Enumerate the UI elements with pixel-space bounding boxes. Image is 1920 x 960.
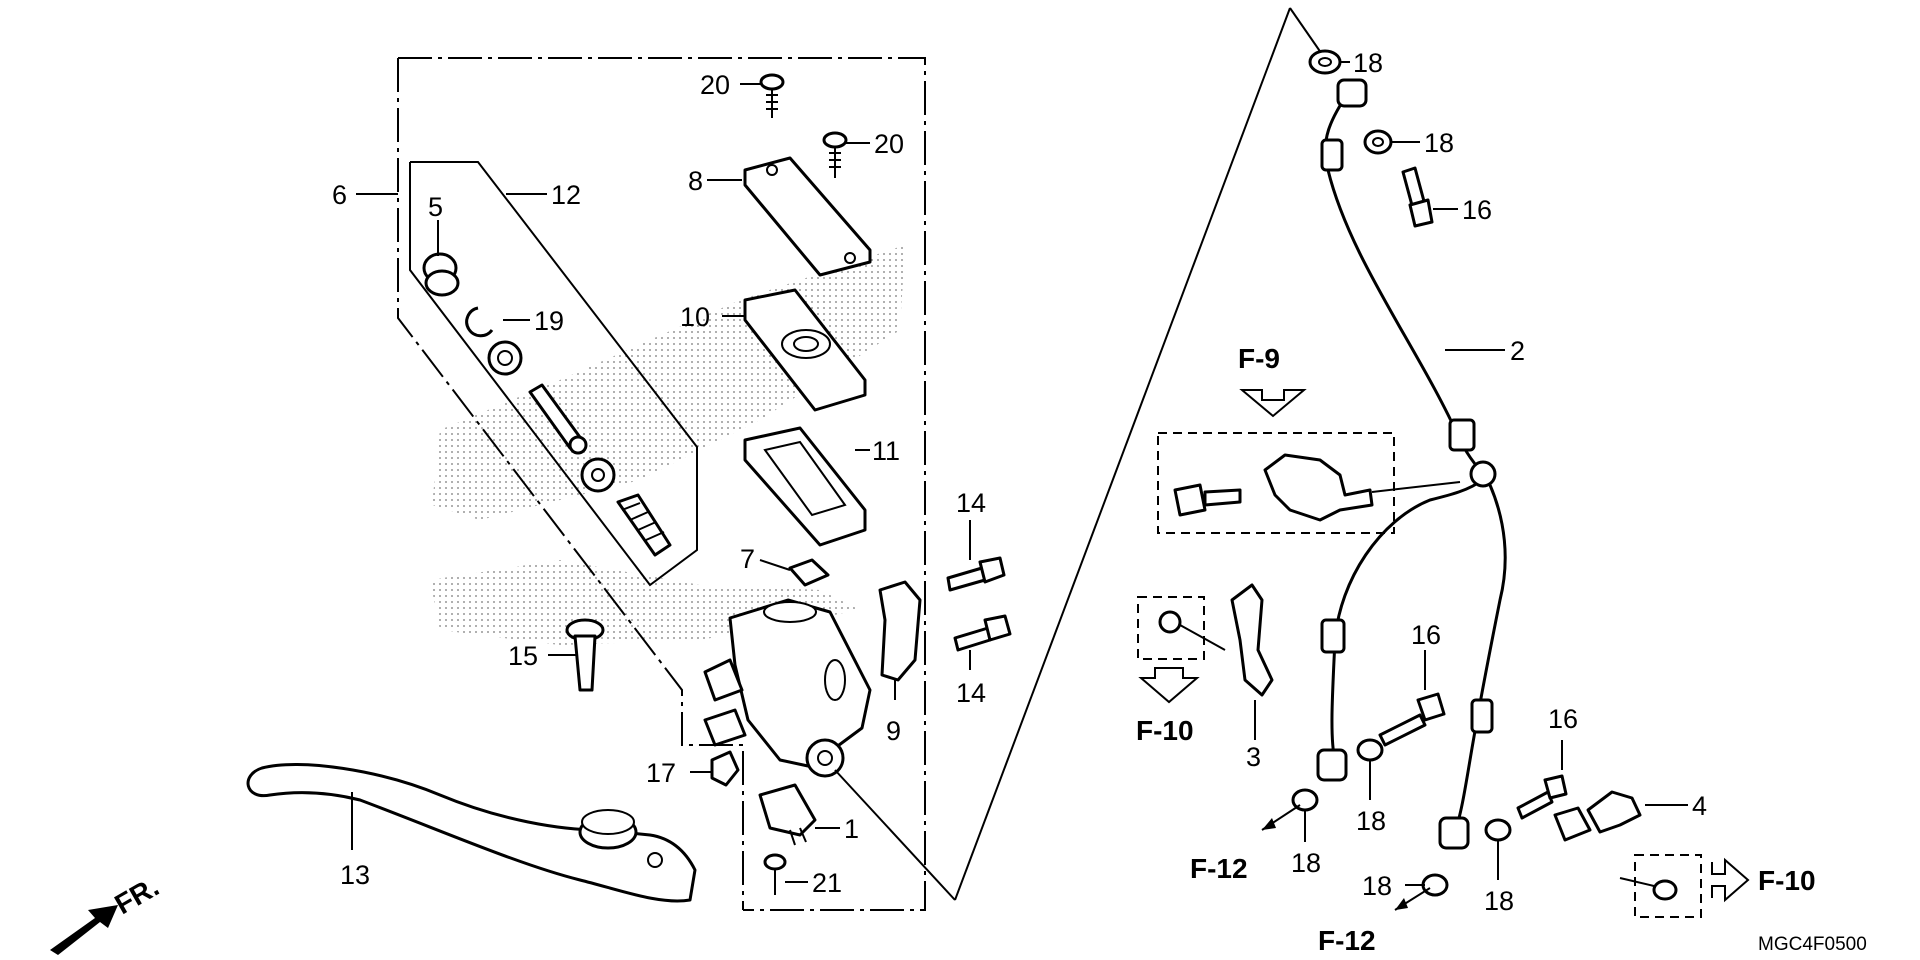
- bolt-16-right: [1516, 774, 1568, 820]
- callout-10: 10: [680, 302, 710, 332]
- piston-part: [528, 383, 588, 455]
- callout-20-top: 20: [700, 70, 730, 100]
- washer-part: [487, 340, 523, 376]
- callout-4: 4: [1692, 791, 1707, 821]
- callout-14-top: 14: [956, 488, 986, 518]
- front-arrow-icon: FR.: [50, 871, 164, 955]
- callout-18-f: 18: [1484, 886, 1514, 916]
- bolt-part-14-top: [946, 556, 1006, 592]
- callout-5: 5: [428, 192, 443, 222]
- washer-18-a: [1308, 49, 1342, 75]
- screw-20-right: [822, 131, 848, 178]
- ref-f10-left: F-10: [1136, 715, 1194, 746]
- washer-18-b: [1363, 129, 1393, 155]
- arrow-down-f10-icon: [1138, 667, 1200, 704]
- callout-16-right: 16: [1548, 704, 1578, 734]
- callout-18-b: 18: [1424, 128, 1454, 158]
- callout-1: 1: [844, 814, 859, 844]
- callout-20-right: 20: [874, 129, 904, 159]
- callout-12: 12: [551, 180, 581, 210]
- callout-18-a: 18: [1353, 48, 1383, 78]
- reference-labels: F-9 F-10 F-10 F-12 F-12: [1136, 343, 1816, 956]
- ref-f12-bottom: F-12: [1318, 925, 1376, 956]
- f10-left-detail: [1137, 596, 1205, 660]
- callout-16-top: 16: [1462, 195, 1492, 225]
- callout-8: 8: [688, 166, 703, 196]
- clamp-4-part: [1553, 790, 1642, 842]
- arrow-right-f10-icon: [1711, 857, 1750, 903]
- switch-part-1: [758, 783, 817, 846]
- callout-7: 7: [740, 544, 755, 574]
- callout-3: 3: [1246, 742, 1261, 772]
- callout-14-bottom: 14: [956, 678, 986, 708]
- callout-18-d: 18: [1291, 848, 1321, 878]
- arrow-f12-bottom-icon: [1394, 887, 1431, 911]
- ref-f10-right: F-10: [1758, 865, 1816, 896]
- screw-part-21: [763, 853, 787, 895]
- cup-part: [580, 457, 616, 493]
- ref-f9: F-9: [1238, 343, 1280, 374]
- brake-lever-part: [246, 763, 697, 903]
- bolt-f10-right: [1619, 877, 1678, 901]
- bolt-16-top: [1401, 166, 1434, 228]
- assembly-boundary: [397, 57, 926, 911]
- spring-part: [616, 493, 672, 557]
- washer-18-f: [1484, 818, 1512, 842]
- handlebar-shading: [430, 245, 905, 645]
- clamp-3-part: [1158, 583, 1274, 697]
- washer-18-e: [1421, 873, 1449, 897]
- arrow-up-f9-icon: [1239, 389, 1307, 418]
- f10-right-detail: [1634, 854, 1702, 918]
- callout-21: 21: [812, 868, 842, 898]
- callout-2: 2: [1510, 336, 1525, 366]
- circlip-part: [465, 306, 494, 338]
- callout-6: 6: [332, 180, 347, 210]
- bolt-16-middle: [1378, 692, 1446, 747]
- diagram-code: MGC4F0500: [1758, 934, 1867, 955]
- callout-16-middle: 16: [1411, 620, 1441, 650]
- callout-18-e: 18: [1362, 871, 1392, 901]
- callout-labels: 6 12 5 19 20 20 8 10 11 7 9 14 14 15 17 …: [332, 48, 1707, 916]
- callout-19: 19: [534, 306, 564, 336]
- plate-part: [743, 288, 867, 412]
- diaphragm-part: [743, 426, 867, 547]
- bolt-part-14-bottom: [953, 614, 1012, 652]
- pivot-bolt-part-15: [565, 618, 605, 692]
- callout-13: 13: [340, 860, 370, 890]
- callout-17: 17: [646, 758, 676, 788]
- washer-18-c: [1356, 738, 1384, 762]
- callout-11: 11: [872, 436, 900, 466]
- bracket-part-9: [878, 580, 922, 682]
- reservoir-cap-part: [743, 156, 872, 277]
- master-cylinder-body: [703, 598, 872, 778]
- brake-hose-part: [1316, 78, 1507, 850]
- piston-boot-part: [422, 252, 460, 297]
- arrow-f12-left-icon: [1261, 804, 1301, 831]
- front-indicator-label: FR.: [110, 871, 165, 920]
- callout-leaders: [351, 61, 1688, 886]
- pin-part-7: [788, 558, 830, 587]
- screw-20-top: [759, 73, 785, 118]
- nut-part-17: [710, 750, 740, 787]
- callout-15: 15: [508, 641, 538, 671]
- piston-kit-boundary: [409, 161, 698, 587]
- ref-f12-left: F-12: [1190, 853, 1248, 884]
- f9-detail: [1157, 432, 1461, 534]
- callout-9: 9: [886, 716, 901, 746]
- callout-18-c: 18: [1356, 806, 1386, 836]
